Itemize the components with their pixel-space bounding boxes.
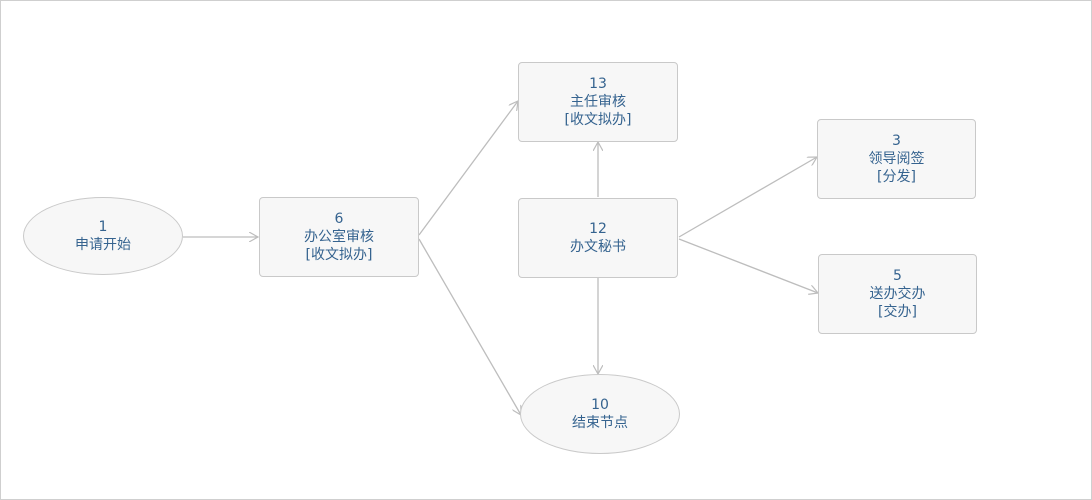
node-13-name: 主任审核 <box>570 94 626 110</box>
node-5-assign[interactable]: 5 送办交办 [交办] <box>818 254 977 334</box>
node-6-name: 办公室审核 <box>304 229 374 245</box>
node-13-director-review[interactable]: 13 主任审核 [收文拟办] <box>518 62 678 142</box>
node-1-start[interactable]: 1 申请开始 <box>23 197 183 275</box>
node-12-secretary[interactable]: 12 办文秘书 <box>518 198 678 278</box>
edge-6-to-13 <box>418 101 518 236</box>
node-12-id: 12 <box>589 221 607 237</box>
node-3-id: 3 <box>892 133 901 149</box>
node-12-name: 办文秘书 <box>570 239 626 255</box>
node-5-id: 5 <box>893 268 902 284</box>
node-6-tag: [收文拟办] <box>305 247 373 263</box>
node-13-id: 13 <box>589 76 607 92</box>
node-6-id: 6 <box>334 211 344 227</box>
node-10-end[interactable]: 10 结束节点 <box>520 374 680 454</box>
edge-12-to-5 <box>678 238 818 293</box>
node-1-name: 申请开始 <box>75 237 131 253</box>
node-10-name: 结束节点 <box>572 415 628 431</box>
node-5-tag: [交办] <box>878 304 917 320</box>
node-6-office-review[interactable]: 6 办公室审核 [收文拟办] <box>259 197 419 277</box>
edge-12-to-3 <box>678 157 817 238</box>
node-1-id: 1 <box>98 219 108 235</box>
node-3-name: 领导阅签 <box>868 151 925 167</box>
node-3-leader-sign[interactable]: 3 领导阅签 [分发] <box>817 119 976 199</box>
edge-6-to-10 <box>418 238 521 415</box>
node-5-name: 送办交办 <box>869 286 926 302</box>
node-13-tag: [收文拟办] <box>564 112 632 128</box>
node-3-tag: [分发] <box>877 169 916 185</box>
node-10-id: 10 <box>591 397 609 413</box>
